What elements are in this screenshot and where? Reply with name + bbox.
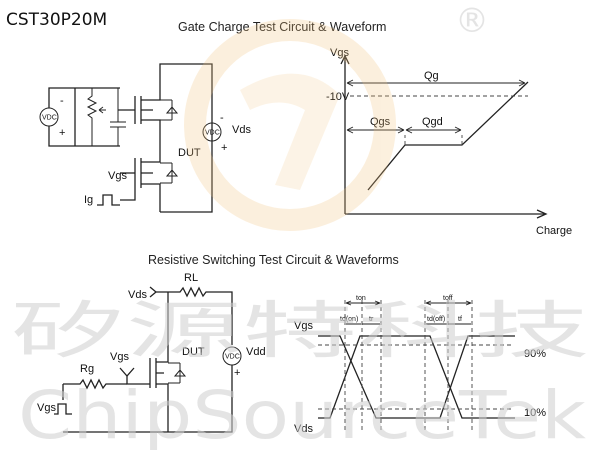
vdc-minus-left: - [60,95,64,107]
vdc-label-left: VDC [42,115,57,122]
wf-vds-label: Vds [294,423,313,435]
rg-resistor [63,378,127,390]
switching-title: Resistive Switching Test Circuit & Wavef… [148,253,399,267]
vgs-trace [318,335,515,419]
vgs-label-gc: Vgs [108,170,127,182]
gate-charge-title: Gate Charge Test Circuit & Waveform [178,20,386,34]
rg-label: Rg [80,363,94,375]
gc-x-arrow [536,209,548,219]
vds-minus: - [220,112,224,124]
vds-plus: + [221,142,227,154]
qgs-arrow [346,126,405,134]
gc-vgs-axis-label: Vgs [330,47,349,59]
qgd-label: Qgd [422,116,443,128]
vgs-pulse-label: Vgs [37,402,56,414]
ton-label: ton [356,295,366,302]
tr-label: tr [369,316,374,323]
capacitor [110,88,126,146]
vdd-label: Vdd [246,346,266,358]
watermark-registered: ® [455,1,489,41]
vdd-vdc-label: VDC [225,354,240,361]
vds-trace [318,335,515,419]
tdon-label: td(on) [340,316,358,323]
ton-arrow [345,300,381,306]
part-number: CST30P20M [6,10,108,30]
gc-curve [367,81,529,191]
qgd-arrow [405,126,462,134]
watermark-chinese: 矽源特科技 [10,294,590,367]
gc-dash-vert [404,135,463,145]
qg-arrow [346,79,526,87]
watermark-latin: ChipSourceTek [18,377,587,450]
vgs-probe-arrow [119,367,135,377]
sw-dut-mosfet [149,345,187,432]
qg-label: Qg [424,70,439,82]
rl-label: RL [184,272,198,284]
qgs-label: Qgs [370,116,391,128]
gate-charge-waveform [340,54,548,219]
timing-dashes [344,300,473,430]
vdd-plus: + [234,367,240,379]
tdoff-label: td(off) [427,316,445,323]
vdc-source-right: VDC [202,122,222,142]
wf-vgs-label: Vgs [294,320,313,332]
vgs-probe-label: Vgs [110,351,129,363]
vgs-pulse [54,403,72,415]
toff-label: toff [443,295,453,302]
watermark-logo [184,19,396,231]
pct-90-label: 90% [524,348,546,360]
pct-10-label: 10% [524,407,546,419]
ig-pulse [97,194,120,206]
vdc-source-left: VDC [39,107,59,127]
dut-label-sw: DUT [182,346,205,358]
sw-ground-wire [63,365,233,433]
upper-mosfet [118,63,213,213]
vdc-plus-left: + [59,127,65,139]
toff-arrow [425,300,472,306]
tf-label: tf [458,316,462,323]
vds-label-sw: Vds [128,289,147,301]
ig-label: Ig [84,194,93,206]
vds-label-gc: Vds [232,124,251,136]
rl-resistor [156,286,233,345]
gate-drive-wire [120,188,136,201]
gc-10v-label: -10V [326,91,350,103]
potentiometer [86,88,106,146]
vdc-label-right: VDC [205,130,220,137]
dut-label-gc: DUT [178,147,201,159]
dut-mosfet [120,136,179,212]
gc-source-wires [48,87,120,147]
switching-waveforms [318,300,515,430]
gc-y-arrow [340,54,350,65]
charge-axis-label: Charge [536,225,572,237]
